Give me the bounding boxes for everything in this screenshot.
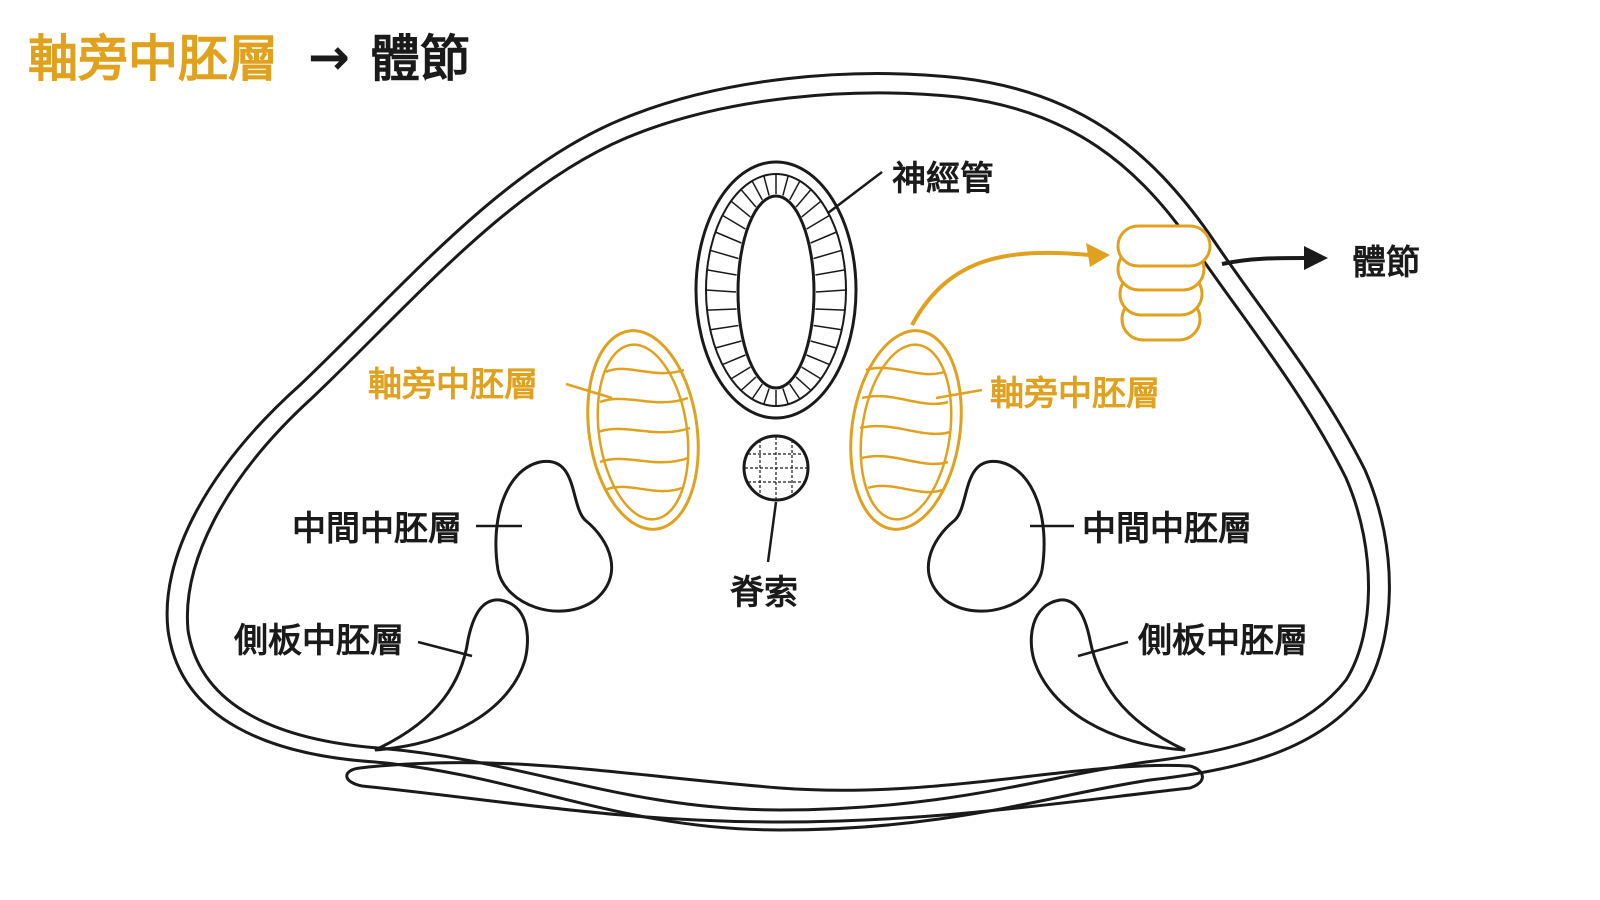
intermediate-mesoderm-left <box>494 459 614 613</box>
notochord <box>742 434 810 502</box>
neural-tube-segment-line <box>801 366 822 380</box>
neural-tube-segment-line <box>801 200 822 218</box>
lateral-plate-mesoderm-right <box>1029 598 1186 752</box>
label-neural-tube: 神經管 <box>892 159 994 199</box>
neural-tube-segment-line <box>722 214 746 230</box>
label-lateral-right: 側板中胚層 <box>1137 621 1308 661</box>
neural-tube-segment-line <box>815 289 847 293</box>
paraxial-to-somite-arrow <box>910 250 1091 326</box>
neural-tube-segment-line <box>789 180 801 201</box>
neural-tube-segment-line <box>740 189 757 208</box>
somite-output-arrow <box>1221 256 1306 266</box>
neural-tube-segment-line <box>715 231 742 244</box>
neural-tube-segment-line <box>705 289 737 293</box>
label-lateral-left: 側板中胚層 <box>233 621 404 661</box>
neural-tube-segment-line <box>813 249 843 260</box>
label-somite: 體節 <box>1352 243 1420 283</box>
neural-tube-segment-line <box>815 269 846 276</box>
label-intermediate-left: 中間中胚層 <box>292 509 462 549</box>
label-intermediate-right: 中間中胚層 <box>1082 509 1252 549</box>
neural-tube-segment-line <box>782 388 789 405</box>
title-result: 體節 <box>370 30 470 88</box>
neural-tube-segment-line <box>730 200 751 218</box>
intermediate-mesoderm-right <box>926 459 1046 613</box>
paraxial-mesoderm-right <box>849 329 963 531</box>
neural-tube-segment-line <box>782 175 789 196</box>
neural-tube-segment-line <box>740 376 757 392</box>
paraxial-to-somite-arrowhead <box>1086 243 1110 267</box>
neural-tube-segment-line <box>795 376 812 392</box>
neural-tube-segment-line <box>789 383 801 400</box>
neural-tube-segment-line <box>707 308 737 311</box>
somite-stack <box>1116 224 1212 342</box>
label-paraxial-left: 軸旁中胚層 <box>368 365 538 405</box>
neural-tube-segment-line <box>715 340 742 349</box>
label-notochord: 脊索 <box>730 573 798 613</box>
neural-tube-segment-line <box>810 231 837 244</box>
neural-tube-segment-line <box>730 366 751 380</box>
neural-tube-segment-line <box>810 340 837 349</box>
neural-tube-segment-line <box>763 388 770 405</box>
title-highlight: 軸旁中胚層 <box>28 30 278 88</box>
neural-tube-segment-line <box>806 214 830 230</box>
notochord-leader <box>766 501 778 563</box>
neural-tube-leader <box>827 171 883 214</box>
lateral-left-leader <box>417 640 473 658</box>
neural-tube-segment-line <box>795 189 812 208</box>
label-paraxial-right: 軸旁中胚層 <box>990 374 1160 414</box>
neural-tube-segment-line <box>751 180 763 201</box>
lateral-plate-mesoderm-left <box>374 598 529 752</box>
neural-tube-segment-line <box>706 269 737 276</box>
lateral-right-leader <box>1077 640 1129 658</box>
body-outline-inner <box>185 91 1370 812</box>
neural-tube-segment-line <box>722 354 746 366</box>
body-outline-outer <box>165 72 1391 832</box>
somite-output-arrowhead <box>1304 246 1328 270</box>
neural-tube-segment-line <box>806 354 830 366</box>
neural-tube-segment-line <box>709 249 739 260</box>
paraxial-left-leader <box>565 382 613 400</box>
neural-tube-segment-line <box>815 308 845 311</box>
neural-tube-segment-line <box>813 324 842 331</box>
paraxial-right-leader <box>935 388 983 400</box>
ventral-coelom <box>345 761 1204 824</box>
neural-tube-segment-line <box>710 324 739 331</box>
paraxial-mesoderm-left <box>586 329 700 531</box>
neural-tube <box>694 160 858 420</box>
neural-tube-segment-line <box>751 383 763 400</box>
title-arrow: → <box>308 28 350 86</box>
neural-tube-segment-line <box>763 175 770 196</box>
